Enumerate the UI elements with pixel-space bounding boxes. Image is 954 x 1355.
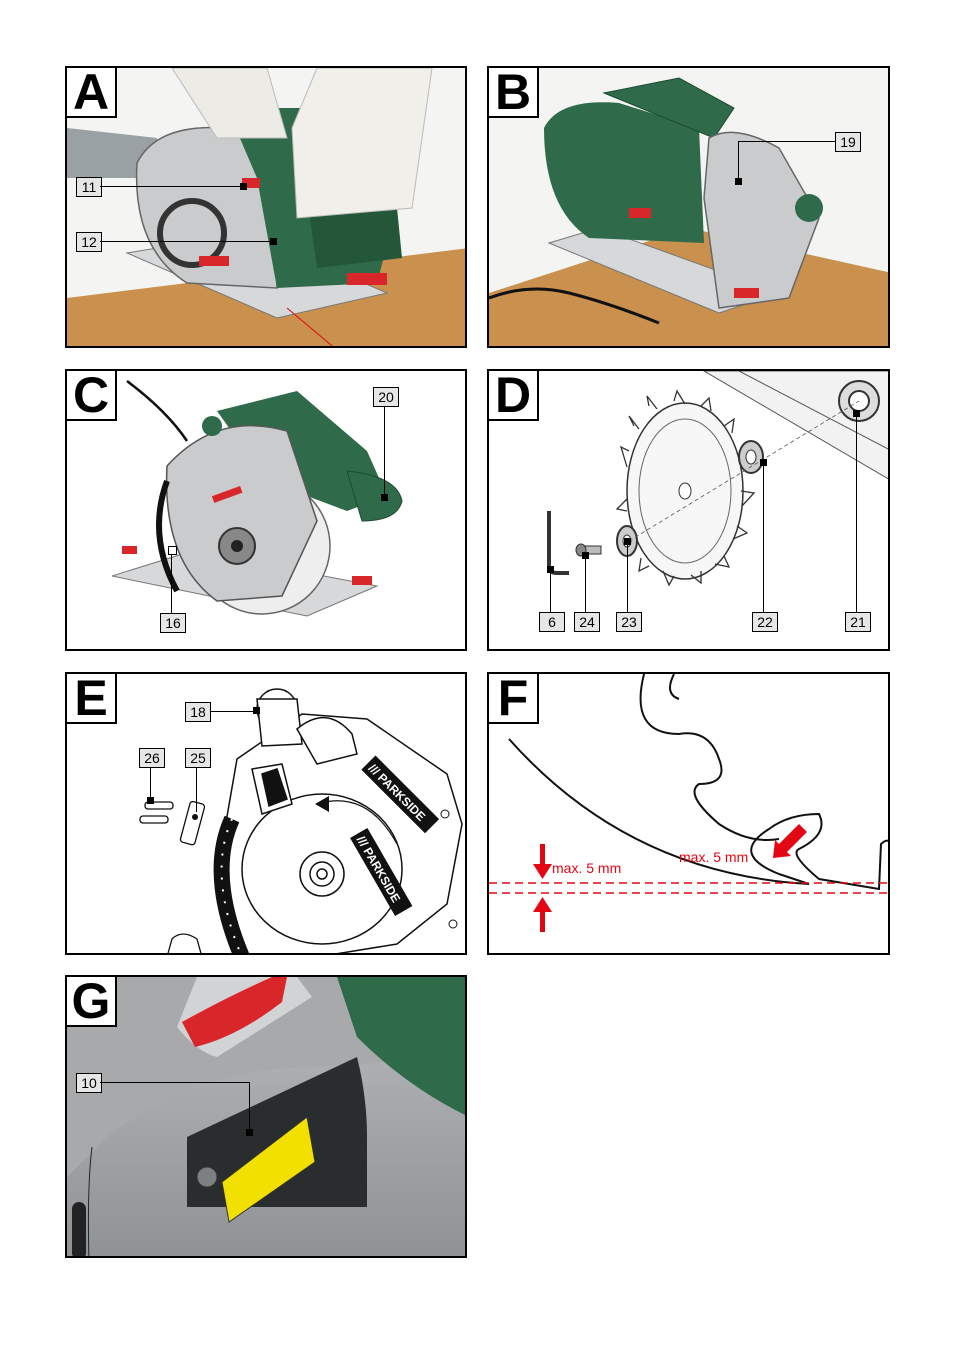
panel-d-drawing — [489, 371, 888, 649]
callout-26: 26 — [139, 748, 165, 768]
marker-11 — [240, 183, 247, 190]
panel-e: /// PARKSIDE /// PARKSIDE E — [65, 672, 467, 955]
callout-12: 12 — [76, 232, 102, 252]
panel-g: G — [65, 975, 467, 1258]
panel-f: F — [487, 672, 890, 955]
panel-c: C — [65, 369, 467, 651]
arrow-diagonal — [773, 824, 807, 858]
leader-10-v — [249, 1082, 250, 1132]
panel-g-letter-box: G — [67, 975, 117, 1029]
panel-b-letter: B — [494, 66, 532, 120]
leader-11 — [100, 186, 244, 187]
marker-6 — [547, 566, 554, 573]
panel-g-photo — [67, 977, 465, 1256]
panel-c-photo — [67, 371, 465, 649]
leader-24 — [585, 556, 586, 612]
marker-20 — [381, 494, 388, 501]
leader-19-v — [738, 141, 739, 181]
panel-c-letter: C — [72, 369, 110, 423]
panel-a-letter-box: A — [67, 66, 117, 120]
arrow-down — [533, 844, 552, 879]
leader-12 — [100, 241, 274, 242]
panel-f-letter: F — [497, 672, 529, 726]
panel-a-letter: A — [72, 66, 110, 120]
marker-18 — [253, 707, 260, 714]
leader-26 — [150, 768, 151, 798]
panel-c-letter-box: C — [67, 369, 117, 423]
leader-21 — [856, 414, 857, 612]
marker-22 — [760, 459, 767, 466]
leader-6 — [550, 570, 551, 612]
callout-19: 19 — [835, 132, 861, 152]
callout-23: 23 — [616, 612, 642, 632]
callout-25: 25 — [185, 748, 211, 768]
panel-e-letter: E — [74, 672, 108, 726]
leader-22 — [763, 463, 764, 612]
callout-21: 21 — [845, 612, 871, 632]
leader-16 — [171, 552, 172, 613]
callout-10: 10 — [76, 1073, 102, 1093]
leader-10-h — [100, 1082, 250, 1083]
panel-a-photo — [67, 68, 465, 346]
marker-26 — [147, 797, 154, 804]
marker-16 — [168, 546, 177, 555]
callout-16: 16 — [160, 613, 186, 633]
marker-23 — [624, 538, 631, 545]
callout-24: 24 — [574, 612, 600, 632]
panel-f-drawing — [489, 674, 888, 953]
callout-6: 6 — [539, 612, 565, 632]
leader-25 — [196, 768, 197, 812]
leader-23 — [627, 542, 628, 612]
panel-b: B — [487, 66, 890, 348]
callout-22: 22 — [752, 612, 778, 632]
marker-19 — [735, 178, 742, 185]
panel-a: A — [65, 66, 467, 348]
max-label-left: max. 5 mm — [552, 860, 622, 876]
panel-g-letter: G — [71, 975, 111, 1029]
panel-b-letter-box: B — [489, 66, 539, 120]
max-label-right: max. 5 mm — [679, 849, 749, 865]
marker-10 — [246, 1129, 253, 1136]
panel-b-photo — [489, 68, 888, 346]
panel-d-letter: D — [494, 369, 532, 423]
panel-d-letter-box: D — [489, 369, 539, 423]
leader-20 — [384, 407, 385, 497]
callout-18: 18 — [185, 702, 211, 722]
marker-12 — [270, 238, 277, 245]
marker-24 — [582, 552, 589, 559]
panel-e-letter-box: E — [67, 672, 117, 726]
leader-18 — [210, 711, 254, 712]
callout-11: 11 — [76, 177, 102, 197]
panel-e-drawing: /// PARKSIDE /// PARKSIDE — [67, 674, 465, 953]
panel-d: D — [487, 369, 890, 651]
callout-20: 20 — [373, 387, 399, 407]
marker-21 — [853, 410, 860, 417]
panel-f-letter-box: F — [489, 672, 539, 726]
leader-19-h — [738, 141, 835, 142]
arrow-up — [533, 897, 552, 932]
